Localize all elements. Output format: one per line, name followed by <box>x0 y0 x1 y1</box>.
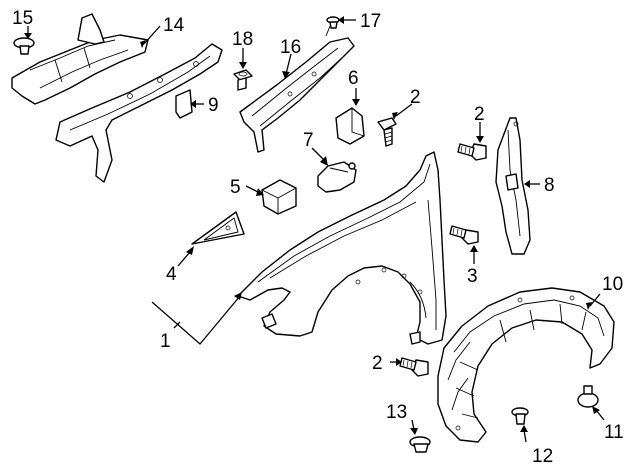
callout-9: 9 <box>208 95 219 116</box>
callout-10: 10 <box>602 274 623 295</box>
part-11-push-clip <box>577 385 599 408</box>
part-13-push-clip <box>409 436 431 453</box>
part-9-support-bracket <box>55 43 223 183</box>
callout-2-lower: 2 <box>372 353 383 374</box>
part-16-cowl-panel <box>239 25 355 153</box>
part-7-stopper <box>317 161 357 193</box>
callout-8: 8 <box>544 175 555 196</box>
part-8-fender-bracket <box>495 117 531 255</box>
callout-labels: 15 14 18 16 17 9 6 2 7 5 4 1 2 8 3 10 2 … <box>12 8 624 467</box>
callout-4: 4 <box>166 264 177 285</box>
part-17-push-pin <box>326 16 340 29</box>
part-2-bolt-middle <box>457 143 487 161</box>
part-12-push-pin <box>511 407 529 425</box>
part-6-bracket <box>335 107 365 145</box>
part-5-insulator <box>261 179 297 215</box>
part-10-fender-liner <box>437 287 615 443</box>
leader-lines <box>24 16 605 443</box>
part-1-fender <box>237 151 447 345</box>
callout-6: 6 <box>348 68 359 89</box>
callout-1: 1 <box>160 331 171 352</box>
part-14-splash-shield <box>11 13 149 105</box>
part-3-bolt <box>449 225 479 245</box>
part-2-bolt-upper <box>377 117 397 147</box>
callout-16: 16 <box>280 37 301 58</box>
callout-17: 17 <box>360 11 381 32</box>
part-18-bolt <box>233 69 253 91</box>
callout-7: 7 <box>303 130 314 151</box>
callout-12: 12 <box>532 446 553 467</box>
callout-11: 11 <box>604 422 624 443</box>
callout-18: 18 <box>232 29 253 50</box>
callout-13: 13 <box>386 402 407 423</box>
part-15-push-clip <box>13 37 35 55</box>
callout-15: 15 <box>12 8 33 29</box>
callout-5: 5 <box>230 177 241 198</box>
callout-14: 14 <box>163 15 185 36</box>
part-4-extension <box>191 211 245 245</box>
callout-2-middle: 2 <box>474 104 485 125</box>
part-2-bolt-lower <box>399 357 429 377</box>
callout-2-upper: 2 <box>410 87 421 108</box>
callout-3: 3 <box>467 266 478 287</box>
